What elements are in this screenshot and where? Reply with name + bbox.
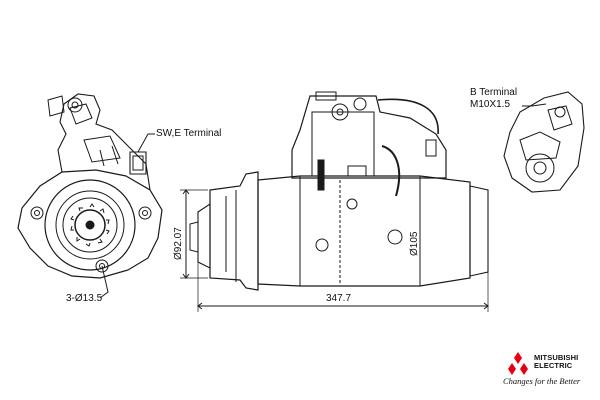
brand-name-line1: MITSUBISHI: [534, 353, 579, 362]
sw-e-terminal-label: SW,E Terminal: [156, 128, 222, 139]
body-diameter-dimension: Ø105: [409, 231, 420, 256]
mounting-holes-label: 3-Ø13.5: [66, 293, 103, 304]
end-view: [17, 93, 163, 299]
b-terminal-label: B Terminal: [470, 87, 518, 98]
flange-diameter-dimension: Ø92.07: [173, 227, 184, 260]
b-terminal-thread-label: M10X1.5: [470, 99, 511, 110]
three-diamonds-icon: [508, 352, 528, 375]
overall-length-dimension: 347.7: [326, 293, 352, 304]
brand-name-line2: ELECTRIC: [534, 361, 573, 370]
brand-tagline: Changes for the Better: [503, 376, 581, 386]
side-view: [180, 91, 489, 312]
b-terminal-view: [503, 91, 585, 193]
mitsubishi-electric-logo: MITSUBISHI ELECTRIC Changes for the Bett…: [500, 350, 595, 394]
brand-name: MITSUBISHI ELECTRIC: [534, 354, 596, 370]
